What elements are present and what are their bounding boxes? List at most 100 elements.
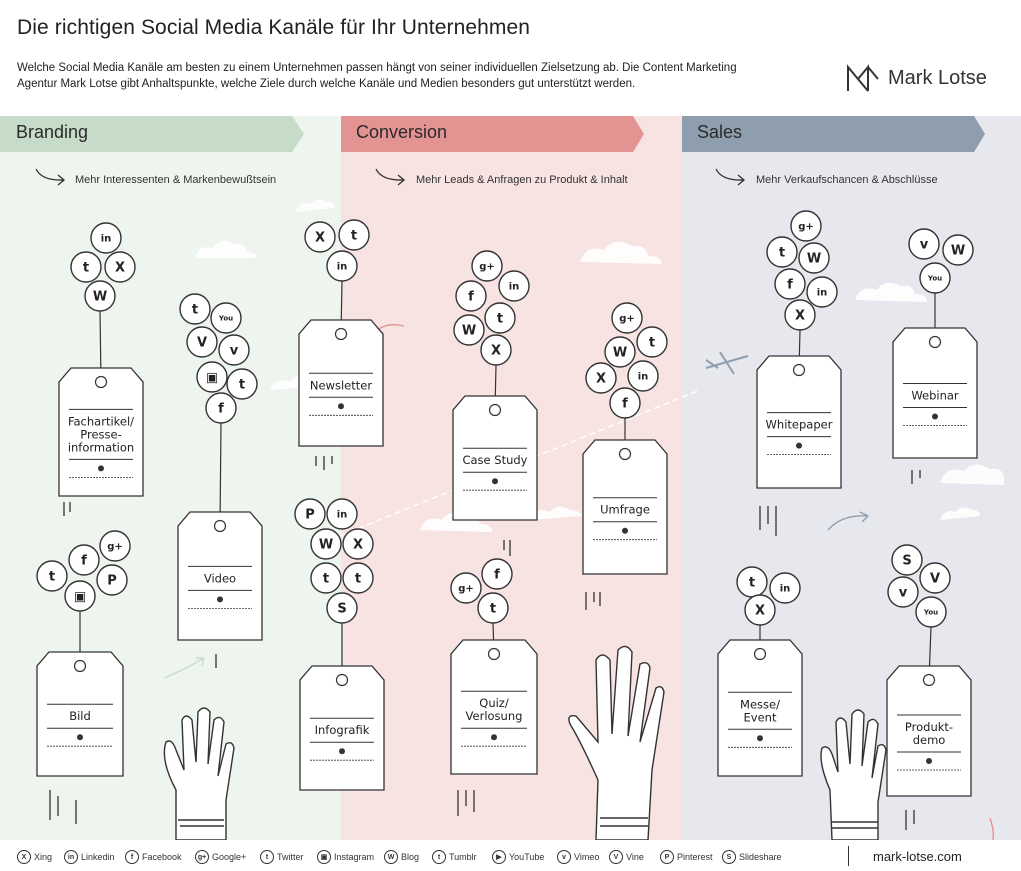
svg-text:X: X (596, 372, 606, 387)
branding-subtitle: Mehr Interessenten & Markenbewußtsein (75, 174, 277, 186)
svg-text:t: t (497, 312, 503, 327)
vimeo-icon: v (908, 228, 940, 260)
legend-label: Tumblr (449, 852, 477, 862)
tag-label-line: Verlosung (466, 709, 523, 723)
tag-label-line: Umfrage (600, 503, 650, 517)
tag-dot (622, 527, 628, 534)
curved-arrow-icon (375, 168, 406, 186)
xing-icon: X (585, 362, 617, 394)
youtube-icon: You (210, 302, 242, 334)
svg-text:t: t (351, 229, 357, 244)
svg-text:t: t (239, 378, 245, 393)
facebook-icon: f (125, 850, 139, 864)
twitter-icon: t (636, 326, 668, 358)
linkedin-icon: in (64, 850, 78, 864)
svg-text:t: t (355, 572, 361, 587)
svg-text:W: W (93, 290, 107, 305)
conversion-subtitle: Mehr Leads & Anfragen zu Produkt & Inhal… (416, 174, 628, 186)
svg-text:W: W (613, 346, 627, 361)
footer (0, 840, 1021, 871)
legend-label: Vimeo (574, 852, 600, 862)
slideshare-icon: S (326, 592, 358, 624)
svg-text:in: in (337, 510, 348, 521)
twitter-icon: t (766, 236, 798, 268)
tag-body (452, 395, 538, 521)
linkedin-icon: in (498, 270, 530, 302)
twitter-icon: t (338, 219, 370, 251)
linkedin-icon: in (769, 572, 801, 604)
svg-text:g+: g+ (107, 542, 123, 553)
svg-text:t: t (49, 570, 55, 585)
tag-label-line: Presse- (80, 427, 122, 441)
vimeo-icon: v (218, 334, 250, 366)
googleplus-icon: g+ (790, 210, 822, 242)
legend-item-youtube: ▶YouTube (492, 849, 544, 865)
sales-band (682, 116, 985, 152)
svg-text:f: f (81, 554, 87, 569)
youtube-icon: You (915, 596, 947, 628)
facebook-icon: f (455, 280, 487, 312)
instagram-icon: ▣ (64, 580, 96, 612)
svg-text:X: X (795, 309, 805, 324)
tag-hole (618, 447, 632, 461)
tag-hole (335, 673, 349, 687)
twitter-icon: t (260, 850, 274, 864)
curved-arrow-icon (35, 168, 66, 186)
svg-text:▣: ▣ (74, 590, 86, 605)
xing-icon: X (784, 299, 816, 331)
slideshare-icon: S (722, 850, 736, 864)
legend-label: Vine (626, 852, 644, 862)
legend-label: YouTube (509, 852, 545, 862)
googleplus-icon: g+ (611, 302, 643, 334)
svg-text:in: in (509, 282, 520, 293)
linkedin-icon: in (90, 222, 122, 254)
googleplus-icon: g+ (195, 850, 209, 864)
legend-label: Linkedin (81, 852, 115, 862)
linkedin-icon: in (627, 360, 659, 392)
tag-dot (757, 735, 763, 742)
website-link[interactable]: mark-lotse.com (873, 849, 962, 864)
svg-text:g+: g+ (458, 584, 474, 595)
wordpress-icon: W (384, 850, 398, 864)
legend-item-google: g+Google+ (195, 849, 246, 865)
tag-hole (922, 673, 936, 687)
page-title: Die richtigen Social Media Kanäle für Ih… (17, 16, 531, 39)
tag-dot (338, 403, 344, 410)
conversion-band (341, 116, 644, 152)
svg-text:f: f (218, 402, 224, 417)
vimeo-icon: v (557, 850, 571, 864)
twitter-icon: t (484, 302, 516, 334)
tag-label-line: Bild (69, 709, 91, 723)
svg-text:in: in (780, 584, 791, 595)
tag-label-line: Event (744, 710, 777, 724)
tag-body (298, 319, 384, 447)
curved-arrow-icon (715, 168, 746, 186)
tag-body (450, 639, 538, 775)
tag-body (582, 439, 668, 575)
tumblr-icon: t (179, 293, 211, 325)
googleplus-icon: g+ (99, 530, 131, 562)
hand-icon (568, 645, 665, 841)
legend-label: Xing (34, 852, 53, 862)
svg-text:W: W (951, 244, 965, 259)
tag-string (219, 422, 222, 527)
tag-label-line: Video (204, 571, 236, 585)
logo-text: Mark Lotse (888, 67, 987, 89)
svg-text:X: X (115, 261, 125, 276)
tag-body (36, 651, 124, 777)
svg-text:f: f (468, 290, 474, 305)
svg-text:You: You (218, 315, 233, 323)
tag-hole (487, 647, 501, 661)
tumblr-icon: t (432, 850, 446, 864)
tag-body (886, 665, 972, 797)
tag-body (717, 639, 803, 777)
intro-text: Welche Social Media Kanäle am besten zu … (17, 62, 737, 90)
